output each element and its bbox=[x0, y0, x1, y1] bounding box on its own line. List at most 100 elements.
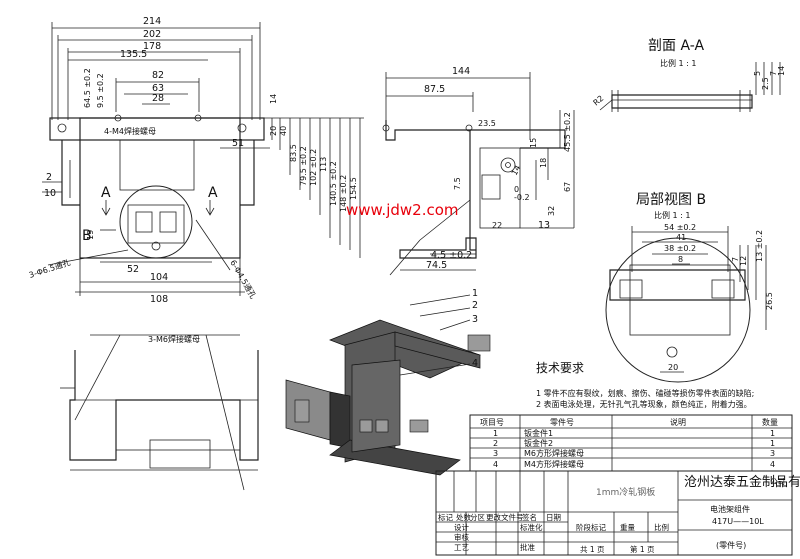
bom-row-2-part: 钣金件2 bbox=[524, 438, 553, 448]
dim-202: 202 bbox=[143, 29, 161, 40]
bom-row-1-qty: 1 bbox=[770, 429, 775, 438]
dim-aa-5: 5 bbox=[753, 71, 762, 76]
material: 1mm冷轧钢板 bbox=[596, 486, 655, 498]
tech-req-1: 1 零件不应有裂纹，划痕、擦伤、磕碰等损伤零件表面的缺陷; bbox=[536, 388, 754, 398]
dim-14-side: 14 bbox=[510, 164, 523, 177]
tb-cell-design: 设计 bbox=[454, 522, 469, 532]
tb-cell-count: 处数 bbox=[456, 512, 471, 522]
dim-aa-2-5: 2.5 bbox=[761, 77, 770, 90]
tb-cell-change-doc: 更改文件号 bbox=[486, 512, 524, 522]
bom-row-3-qty: 3 bbox=[770, 449, 775, 458]
dim-74-5: 74.5 bbox=[426, 260, 447, 271]
detail-b-title: 局部视图 B bbox=[636, 192, 706, 208]
dim-7-5: 7.5 bbox=[453, 177, 462, 190]
bom-row-2-item: 2 bbox=[493, 439, 498, 448]
tb-cell-weight: 重量 bbox=[620, 523, 635, 532]
detail-marker-b: B bbox=[82, 228, 92, 244]
dim-214: 214 bbox=[143, 16, 161, 27]
part-no-label: (零件号) bbox=[716, 540, 746, 550]
bom-row-4-item: 4 bbox=[493, 460, 498, 469]
dim-102: 102 ±0.2 bbox=[309, 149, 318, 186]
balloon-3: 3 bbox=[472, 314, 478, 325]
dim-64-5: 64.5 ±0.2 bbox=[83, 68, 92, 108]
tb-cell-review: 审核 bbox=[454, 532, 469, 542]
dim-2: 2 bbox=[46, 172, 52, 183]
dim-144: 144 bbox=[452, 66, 470, 77]
bom-row-4-part: M4方形焊接螺母 bbox=[524, 459, 584, 469]
dim-14: 14 bbox=[269, 94, 278, 104]
tolerance-upper: 0 bbox=[514, 185, 519, 194]
dim-135-5: 135.5 bbox=[120, 49, 147, 60]
dim-113: 113 bbox=[319, 157, 328, 172]
dim-82: 82 bbox=[152, 70, 164, 81]
dim-22: 22 bbox=[492, 221, 502, 230]
dim-67: 67 bbox=[563, 182, 572, 192]
dim-79-5: 79.5 ±0.2 bbox=[299, 146, 308, 186]
dim-154-5: 154.5 bbox=[349, 177, 358, 200]
dim-15: 15 bbox=[529, 138, 538, 148]
hole-6-5-label: 3-Φ6.5通孔 bbox=[28, 257, 72, 280]
bom-header-qty: 数量 bbox=[762, 417, 778, 427]
dim-19: 19 bbox=[86, 230, 95, 240]
dim-8: 8 bbox=[678, 255, 683, 264]
dim-b-20: 20 bbox=[668, 363, 678, 372]
m4-nut-label: 4-M4焊接螺母 bbox=[104, 126, 156, 136]
dim-10: 10 bbox=[44, 188, 56, 199]
dim-13: 13 bbox=[538, 220, 550, 231]
drawing-no: 417U——10L bbox=[712, 517, 764, 526]
balloon-2: 2 bbox=[472, 300, 478, 311]
company-suffix: 公司 bbox=[770, 477, 785, 486]
dim-b-7: 7 bbox=[731, 257, 740, 262]
dim-28: 28 bbox=[152, 93, 164, 104]
tb-cell-mark: 标记 bbox=[438, 512, 453, 522]
dim-aa-14: 14 bbox=[777, 66, 786, 76]
tech-req-title: 技术要求 bbox=[536, 361, 584, 375]
dim-54: 54 ±0.2 bbox=[664, 223, 696, 232]
balloon-4: 4 bbox=[472, 358, 478, 369]
bom-row-1-item: 1 bbox=[493, 429, 498, 438]
watermark: www.jdw2.com bbox=[346, 201, 459, 219]
part-name: 电池架组件 bbox=[710, 504, 750, 514]
tb-cell-standard: 标准化 bbox=[520, 522, 543, 532]
dim-b-26-5: 26.5 bbox=[765, 292, 774, 310]
dim-20: 20 bbox=[269, 126, 278, 136]
tech-req-2: 2 表面电泳处理，无针孔气孔等现象，颜色纯正，附着力强。 bbox=[536, 399, 752, 409]
dim-r2: R2 bbox=[592, 94, 606, 108]
bom-row-1-part: 钣金件1 bbox=[524, 428, 553, 438]
tb-cell-total-pages: 共 1 页 bbox=[580, 545, 605, 554]
section-marker-right: A bbox=[208, 185, 218, 201]
bom-header-part: 零件号 bbox=[550, 417, 574, 427]
dim-178: 178 bbox=[143, 41, 161, 52]
hole-4-5-label: 6-Φ4.5通孔 bbox=[228, 258, 258, 300]
dim-51: 51 bbox=[232, 138, 244, 149]
company-name: 沧州达泰五金制品有限公司 bbox=[684, 474, 800, 490]
dim-83-5: 83.5 bbox=[289, 144, 298, 162]
tb-cell-process: 工艺 bbox=[454, 543, 469, 552]
dim-b-13: 13 ±0.2 bbox=[755, 230, 764, 262]
dim-18: 18 bbox=[539, 158, 548, 168]
dim-148: 148 ±0.2 bbox=[339, 175, 348, 212]
section-marker-left: A bbox=[101, 185, 111, 201]
dim-9-5: 9.5 ±0.2 bbox=[96, 73, 105, 108]
dim-87-5: 87.5 bbox=[424, 84, 445, 95]
dim-40: 40 bbox=[279, 126, 288, 136]
dim-4-5: 4.5 ±0.2 bbox=[431, 250, 472, 261]
m6-nut-label: 3-M6焊接螺母 bbox=[148, 334, 200, 344]
dim-38: 38 ±0.2 bbox=[664, 244, 696, 253]
balloon-1: 1 bbox=[472, 288, 478, 299]
dim-63: 63 bbox=[152, 83, 164, 94]
bom-row-2-qty: 1 bbox=[770, 439, 775, 448]
detail-b-scale: 比例 1 : 1 bbox=[654, 210, 691, 220]
tb-cell-approve: 批准 bbox=[520, 542, 535, 552]
dim-aa-7: 7 bbox=[769, 71, 778, 76]
tb-cell-stage: 阶段标记 bbox=[576, 522, 606, 532]
section-aa-scale: 比例 1 : 1 bbox=[660, 58, 697, 68]
dim-45-5: 45.5 ±0.2 bbox=[563, 112, 572, 152]
tb-cell-scale: 比例 bbox=[654, 522, 669, 532]
bom-row-3-item: 3 bbox=[493, 449, 498, 458]
dim-108: 108 bbox=[150, 294, 168, 305]
bom-row-4-qty: 4 bbox=[770, 460, 775, 469]
dim-140-5: 140.5 ±0.2 bbox=[329, 161, 338, 206]
tb-cell-sign: 签名 bbox=[522, 512, 537, 522]
